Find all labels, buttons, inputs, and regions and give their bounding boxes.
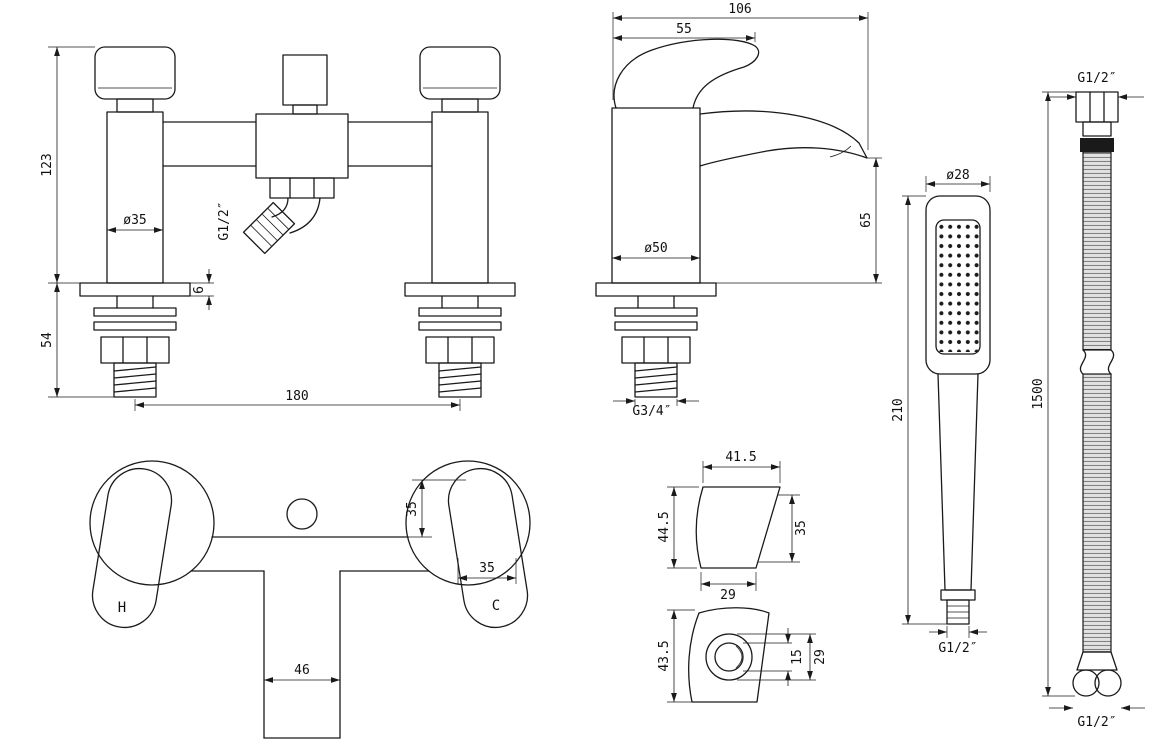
plan-body-and-spout [190, 498, 430, 739]
view-shower-hose: G1/2″ 1500 G1/2″ [1031, 71, 1145, 730]
bracket-side-outline [695, 486, 781, 569]
dim-basin-base-diameter: ø50 [644, 241, 667, 256]
spout-lip-line [829, 145, 852, 158]
hose-top-fitting [1075, 91, 1119, 152]
dims-plan: 35 35 46 [264, 479, 517, 683]
dim-mixer-outlet-thread: G1/2″ [217, 201, 232, 240]
bracket-boss-outer [705, 633, 753, 681]
dim-bracket-height: 44.5 [657, 511, 672, 542]
dims-bracket-side: 41.5 44.5 35 29 [657, 450, 809, 603]
diverter-knob-plan [286, 498, 318, 530]
cold-tail-assembly [418, 295, 502, 398]
bracket-hook-line [735, 645, 743, 669]
dim-mixer-height: 123 [40, 153, 55, 176]
handset-outlet [242, 177, 335, 255]
hot-handle-plan [91, 467, 173, 629]
hose-kink-right [1107, 349, 1115, 375]
dim-mixer-hole-centres: 180 [285, 389, 308, 404]
basin-tap-body [611, 107, 701, 284]
view-shower-handset: ø28 210 G1/2″ [891, 168, 991, 656]
bracket-boss-inner [714, 642, 744, 672]
dim-bracket-slot-height: 15 [790, 649, 805, 665]
hot-backplate [89, 460, 215, 586]
dim-basin-overall-depth: 106 [728, 2, 751, 17]
cold-handle-plan [447, 467, 529, 629]
dim-hose-top-thread: G1/2″ [1077, 71, 1116, 86]
handset-spray-dots [937, 222, 979, 352]
basin-tap-spout [699, 110, 868, 167]
hose-upper-section [1082, 151, 1112, 351]
cold-label: C [492, 598, 500, 614]
handset-handle [937, 373, 979, 591]
diverter-knob [282, 54, 328, 115]
dim-mixer-deck-thickness: 6 [192, 286, 207, 294]
dim-handset-head-diameter: ø28 [946, 168, 969, 183]
handset-head [925, 195, 991, 375]
handset-collar [940, 589, 976, 601]
hose-kink-left [1079, 349, 1087, 375]
view-bracket-front: 43.5 15 29 [657, 607, 828, 703]
dims-bracket-front: 43.5 15 29 [657, 609, 828, 703]
hose-lower-section [1082, 373, 1112, 653]
dim-mixer-body-diameter: ø35 [123, 213, 146, 228]
dim-handset-thread: G1/2″ [938, 641, 977, 656]
handset-thread-stub [946, 599, 970, 625]
basin-tap-lever [613, 38, 760, 109]
cold-pillar [431, 111, 489, 284]
handset-faceplate [935, 219, 981, 355]
view-basin-tap-side: 106 55 65 ø50 G3/4″ [595, 2, 882, 419]
dim-bracket-base-width: 29 [720, 588, 736, 603]
cold-handle [419, 46, 501, 113]
dim-plan-spout-width: 46 [294, 663, 310, 678]
dims-bath-mixer-front: 123 54 ø35 G1/2″ 6 180 [40, 46, 461, 411]
hose-bottom-fitting [1072, 651, 1122, 697]
dim-bracket-front-height: 43.5 [657, 640, 672, 671]
dim-handset-length: 210 [891, 398, 906, 421]
dim-plan-handle-width: 35 [479, 561, 495, 576]
cold-deck-flange [404, 282, 516, 297]
hot-deck-flange [79, 282, 191, 297]
dims-basin-tap: 106 55 65 ø50 G3/4″ [612, 2, 882, 419]
hot-label: H [118, 600, 126, 616]
dim-bracket-front-width: 29 [813, 649, 828, 665]
dim-hose-bottom-thread: G1/2″ [1077, 715, 1116, 730]
dims-handset: ø28 210 G1/2″ [891, 168, 991, 656]
basin-tail-assembly [614, 295, 698, 398]
hot-handle [94, 46, 176, 113]
bridge-body [162, 113, 433, 179]
bracket-front-outline [688, 607, 770, 703]
hot-pillar [106, 111, 164, 284]
dim-mixer-tail-height: 54 [40, 332, 55, 348]
basin-deck-flange [595, 282, 717, 297]
dims-hose: G1/2″ 1500 G1/2″ [1031, 71, 1145, 730]
hot-tail-assembly [93, 295, 177, 398]
view-bath-shower-mixer-front: 123 54 ø35 G1/2″ 6 180 [40, 46, 516, 411]
dim-basin-tail-thread: G3/4″ [632, 404, 671, 419]
dim-hose-length: 1500 [1031, 378, 1046, 409]
view-bath-mixer-plan: H C 35 35 46 [89, 460, 531, 739]
cold-backplate [405, 460, 531, 586]
dim-bracket-face-height: 35 [794, 520, 809, 536]
view-bracket-side: 41.5 44.5 35 29 [657, 450, 809, 603]
dim-plan-handle-offset: 35 [405, 501, 420, 517]
dim-bracket-top-width: 41.5 [725, 450, 756, 465]
dim-basin-handle-depth: 55 [676, 22, 692, 37]
dim-basin-spout-height: 65 [859, 212, 874, 228]
